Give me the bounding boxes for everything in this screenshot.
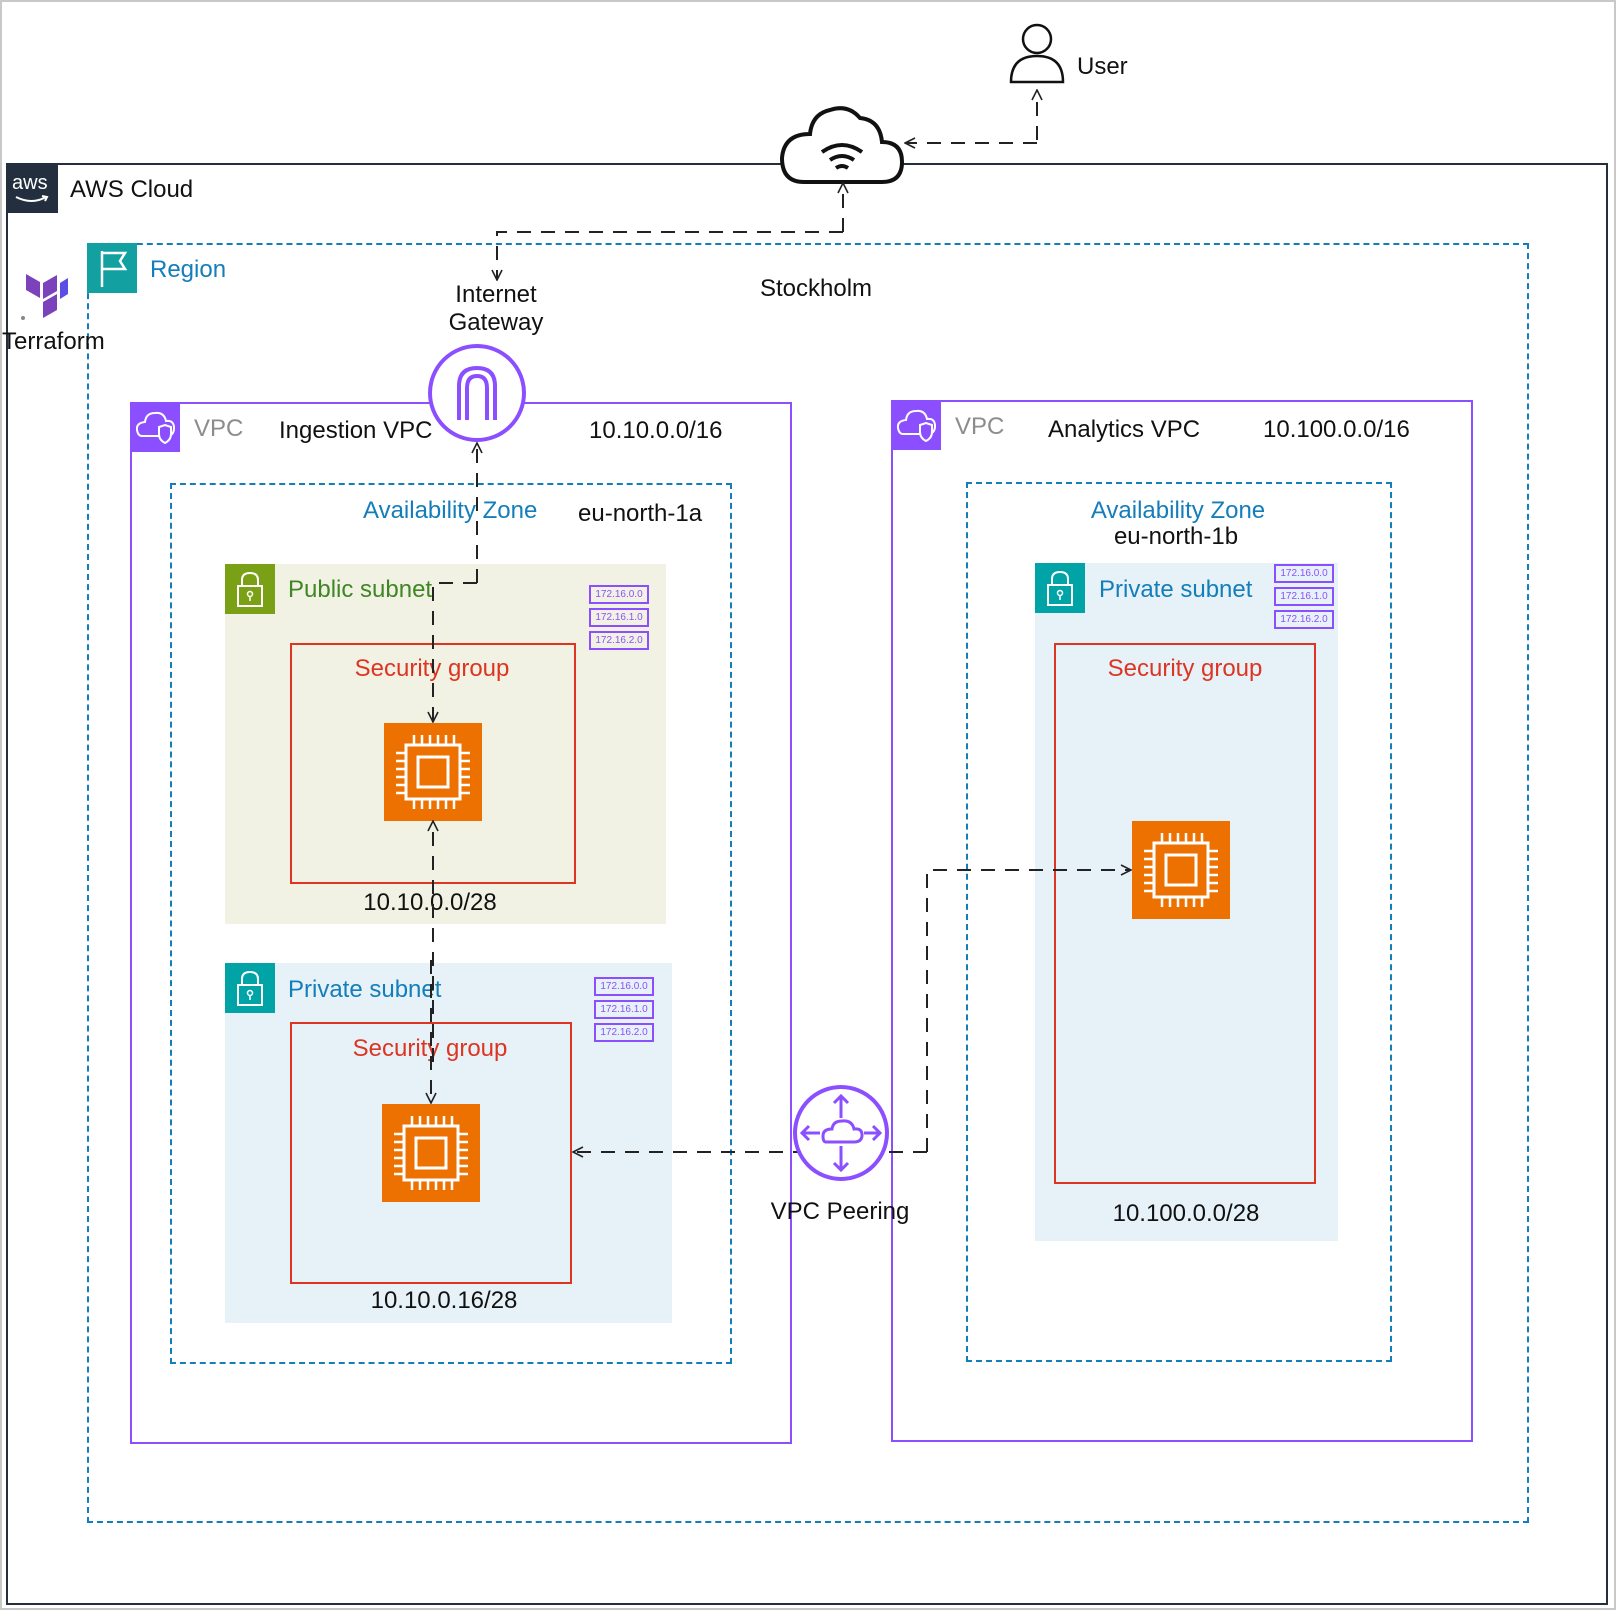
aws-cloud-label: AWS Cloud bbox=[70, 176, 194, 203]
analytics-vpc-tag: VPC bbox=[955, 413, 1005, 440]
aws-smile-icon bbox=[15, 195, 49, 202]
analytics-vpc-name: Analytics VPC bbox=[1048, 416, 1201, 443]
security-group-private-ingestion-label: Security group bbox=[352, 1035, 508, 1062]
cidr-range-item: 172.16.2.0 bbox=[1274, 610, 1334, 629]
cidr-range-item: 172.16.1.0 bbox=[594, 1000, 654, 1019]
ingestion-vpc-name: Ingestion VPC bbox=[279, 417, 433, 444]
cidr-range-item: 172.16.0.0 bbox=[589, 585, 649, 604]
cidr-range-item: 172.16.1.0 bbox=[589, 608, 649, 627]
public-subnet-cidr: 10.10.0.0/28 bbox=[363, 889, 497, 916]
private-subnet-ingestion-cidr: 10.10.0.16/28 bbox=[370, 1287, 518, 1314]
cidr-ranges-icon: 172.16.0.0 172.16.1.0 172.16.2.0 bbox=[594, 977, 654, 1042]
user-label: User bbox=[1077, 53, 1128, 80]
region-label: Region bbox=[150, 256, 227, 283]
security-group-analytics-label: Security group bbox=[1107, 655, 1263, 682]
cidr-ranges-icon: 172.16.0.0 172.16.1.0 172.16.2.0 bbox=[1274, 564, 1334, 629]
cidr-range-item: 172.16.0.0 bbox=[594, 977, 654, 996]
analytics-vpc-container bbox=[891, 400, 1473, 1442]
vpc-cloud-icon bbox=[130, 402, 180, 452]
az-1b-label: Availability Zone bbox=[1090, 497, 1266, 524]
az-1a-name: eu-north-1a bbox=[578, 500, 703, 527]
ec2-instance-icon bbox=[384, 723, 482, 821]
internet-gateway-icon bbox=[428, 344, 526, 442]
ec2-instance-icon bbox=[1132, 821, 1230, 919]
ingestion-vpc-tag: VPC bbox=[194, 415, 244, 442]
region-flag-icon bbox=[87, 243, 137, 293]
vpc-peering-icon bbox=[793, 1085, 889, 1181]
public-subnet-label: Public subnet bbox=[288, 576, 433, 603]
ingestion-vpc-cidr: 10.10.0.0/16 bbox=[589, 417, 723, 444]
cidr-ranges-icon: 172.16.0.0 172.16.1.0 172.16.2.0 bbox=[589, 585, 649, 650]
az-1a-label: Availability Zone bbox=[363, 497, 538, 524]
subnet-lock-icon bbox=[1035, 563, 1085, 613]
analytics-vpc-cidr: 10.100.0.0/16 bbox=[1263, 416, 1410, 443]
availability-zone-1a bbox=[170, 483, 732, 1364]
terraform-logo bbox=[21, 274, 68, 320]
terraform-label: Terraform bbox=[2, 328, 105, 355]
region-name: Stockholm bbox=[760, 275, 873, 302]
aws-logo: aws bbox=[6, 163, 58, 213]
private-subnet-analytics-cidr: 10.100.0.0/28 bbox=[1112, 1200, 1260, 1227]
internet-gateway-label-line1: Internet bbox=[455, 281, 537, 308]
user-icon bbox=[1009, 23, 1065, 84]
vpc-cloud-icon bbox=[891, 400, 941, 450]
cidr-range-item: 172.16.2.0 bbox=[594, 1023, 654, 1042]
internet-gateway-label-line2: Gateway bbox=[448, 309, 544, 336]
ec2-instance-icon bbox=[382, 1104, 480, 1202]
cidr-range-item: 172.16.1.0 bbox=[1274, 587, 1334, 606]
aws-logo-text: aws bbox=[12, 172, 48, 194]
cidr-range-item: 172.16.2.0 bbox=[589, 631, 649, 650]
vpc-peering-label: VPC Peering bbox=[770, 1198, 910, 1225]
internet-cloud-icon bbox=[779, 106, 905, 184]
cidr-range-item: 172.16.0.0 bbox=[1274, 564, 1334, 583]
az-1b-name: eu-north-1b bbox=[1113, 523, 1239, 550]
security-group-public-label: Security group bbox=[354, 655, 510, 682]
subnet-lock-icon bbox=[225, 963, 275, 1013]
private-subnet-analytics-label: Private subnet bbox=[1099, 576, 1253, 603]
subnet-lock-icon bbox=[225, 564, 275, 614]
private-subnet-ingestion-label: Private subnet bbox=[288, 976, 442, 1003]
